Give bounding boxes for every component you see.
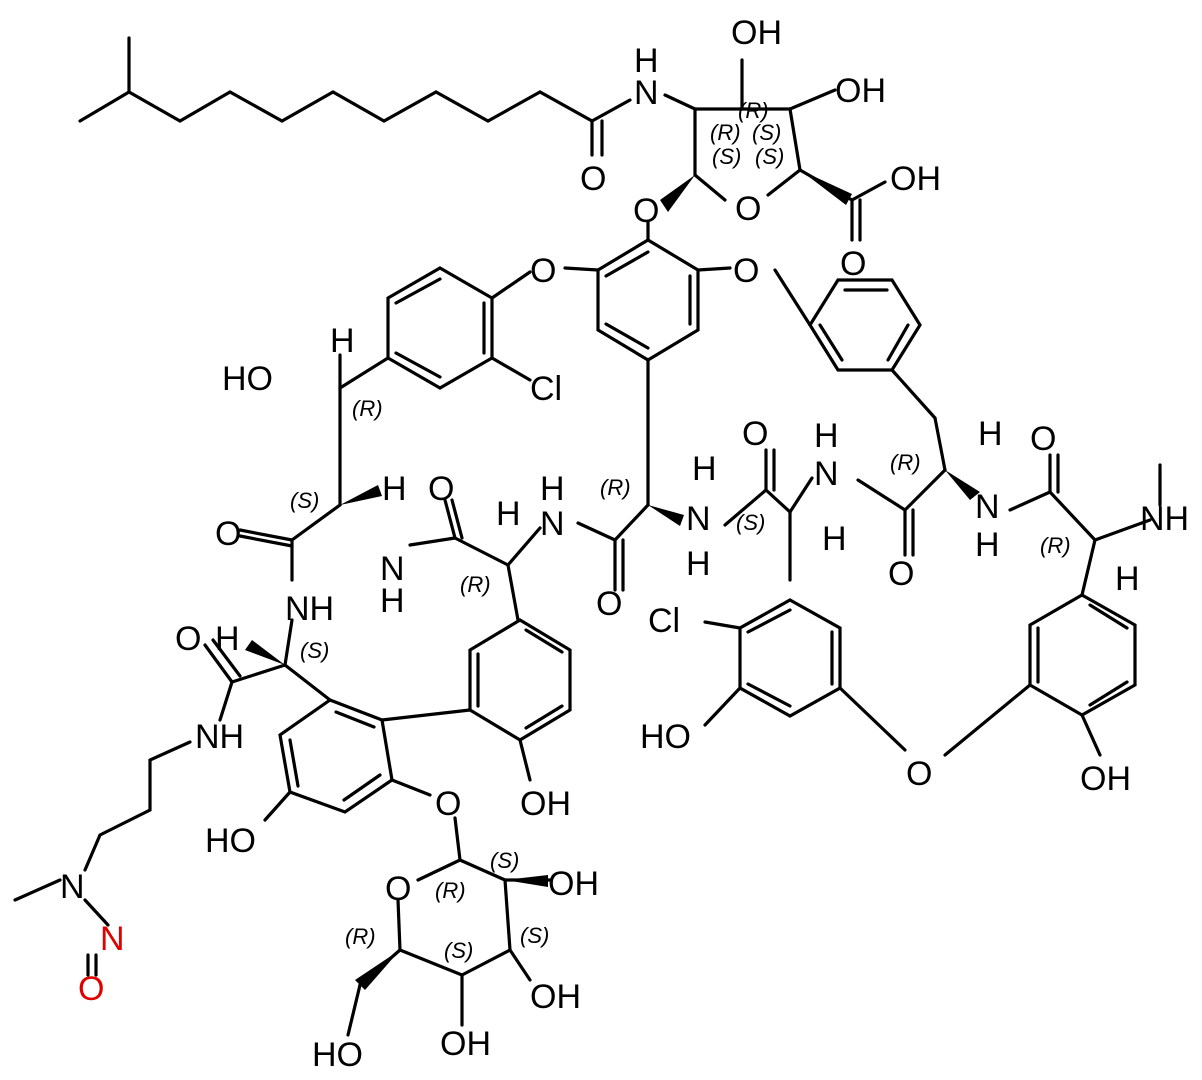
stereo-label: (R)	[352, 396, 383, 421]
stereo-label: (S)	[755, 144, 784, 169]
stereo-label: (S)	[490, 848, 519, 873]
stereo-label: (S)	[712, 144, 741, 169]
left-chloroaryl-ring	[338, 266, 532, 390]
stereo-label: (R)	[345, 924, 376, 949]
stereo-label: (R)	[460, 572, 491, 597]
atom-o-glyco-link: O	[633, 192, 659, 230]
lower-chloroaryl-ring	[703, 598, 907, 752]
atom-o-ether-right: O	[733, 252, 759, 290]
atom-ho-lower-mid: HO	[640, 718, 691, 756]
atom-o-nitroso: O	[78, 970, 104, 1008]
atom-h-r-center: H	[496, 495, 521, 533]
atom-nh5-h: H	[814, 417, 839, 455]
atom-nhme: NH	[1140, 500, 1189, 538]
atom-nh-lipid-h: H	[634, 42, 659, 80]
biaryl-upper-ring	[468, 618, 572, 782]
atom-nh3-n: N	[380, 550, 405, 588]
atom-nh1-n: N	[540, 505, 565, 543]
atom-nh4-h: H	[686, 545, 711, 583]
stereo-label: (S)	[300, 638, 329, 663]
atom-oh-sugar-top: OH	[731, 14, 782, 52]
atom-cl-upper: Cl	[530, 370, 562, 408]
atom-o-amide-2: O	[428, 470, 454, 508]
left-amide-chain	[13, 618, 294, 977]
atom-o-ether-bottom: O	[906, 755, 932, 793]
atom-oh-biaryl: OH	[520, 785, 571, 823]
lower-right-aryl-ring	[943, 593, 1137, 757]
atom-nh6-n: N	[975, 488, 1000, 526]
mannose-ring	[346, 816, 552, 1037]
atom-o-amide-left: O	[175, 620, 201, 658]
right-upper-aryl-ring	[773, 268, 947, 472]
atom-o-amide-6: O	[1030, 420, 1056, 458]
atom-o-amide-1: O	[215, 515, 241, 553]
atom-h-r-far: H	[1115, 560, 1140, 598]
atom-h-s-mid: H	[822, 520, 847, 558]
atom-o-amide-5: O	[888, 555, 914, 593]
atom-n-nitroso-eq: N	[100, 920, 125, 958]
atom-nh6-h: H	[975, 526, 1000, 564]
atom-ho-left-ring: HO	[205, 822, 256, 860]
atom-o-mannose-ring: O	[385, 870, 411, 908]
stereo-label: (S)	[736, 510, 765, 535]
stereo-labels: (R) (R) (S) (S) (S) (R) (S) (R) (R) (S) …	[290, 98, 1071, 963]
stereo-label: (S)	[520, 923, 549, 948]
atom-nh-2: NH	[285, 590, 334, 628]
peptide-backbone	[238, 353, 1162, 622]
atom-o-mannose-link: O	[435, 785, 461, 823]
central-aryl-ring	[563, 220, 732, 507]
atom-o-amide-3: O	[596, 585, 622, 623]
atom-n-nitroso: N	[60, 868, 85, 906]
stereo-label: (R)	[435, 878, 466, 903]
atom-cl-lower: Cl	[648, 602, 680, 640]
atom-h-benzylic: H	[330, 322, 355, 360]
atom-cooh: OH	[890, 160, 941, 198]
biaryl-lower-ring	[263, 663, 472, 822]
atom-nh3-h: H	[380, 582, 405, 620]
atom-o-amide-lipid: O	[580, 160, 606, 198]
glucuronic-acid-ring	[660, 58, 887, 242]
atom-ho-man-ch2: HO	[312, 1036, 363, 1074]
stereo-label: (R)	[1040, 533, 1071, 558]
atom-h-mid: H	[692, 450, 717, 488]
atom-o-acid: O	[840, 245, 866, 283]
atom-nh5-n: N	[814, 455, 839, 493]
atom-labels: H N OH OH O OH O O O O O HO H Cl H O O H…	[60, 14, 1189, 1074]
atom-nh-lipid-n: N	[634, 74, 659, 112]
atom-ho-benzylic: HO	[222, 360, 273, 398]
atom-nh1-h: H	[540, 470, 565, 508]
atom-h-s-left: H	[215, 620, 240, 658]
stereo-label: (S)	[290, 488, 319, 513]
stereo-label: (S)	[752, 120, 781, 145]
lipid-chain	[78, 36, 632, 157]
atom-o-ether-left: O	[530, 252, 556, 290]
atom-oh-right-ring: OH	[1080, 760, 1131, 798]
atom-h-s-center: H	[382, 470, 407, 508]
stereo-label: (R)	[710, 120, 741, 145]
atom-oh-man-1: OH	[548, 865, 599, 903]
atom-nh4-n: N	[686, 500, 711, 538]
atom-nh-amide-left: NH	[195, 718, 244, 756]
atom-oh-man-3: OH	[440, 1025, 491, 1063]
atom-oh-man-2: OH	[530, 978, 581, 1016]
atom-o-ring-sugar: O	[735, 190, 761, 228]
stereo-label: (R)	[600, 475, 631, 500]
atom-h-r-right: H	[978, 415, 1003, 453]
stereo-label: (R)	[738, 98, 769, 123]
atom-oh-sugar-right: OH	[835, 72, 886, 110]
atom-o-amide-4: O	[742, 415, 768, 453]
stereo-label: (R)	[890, 450, 921, 475]
stereo-label: (S)	[444, 938, 473, 963]
